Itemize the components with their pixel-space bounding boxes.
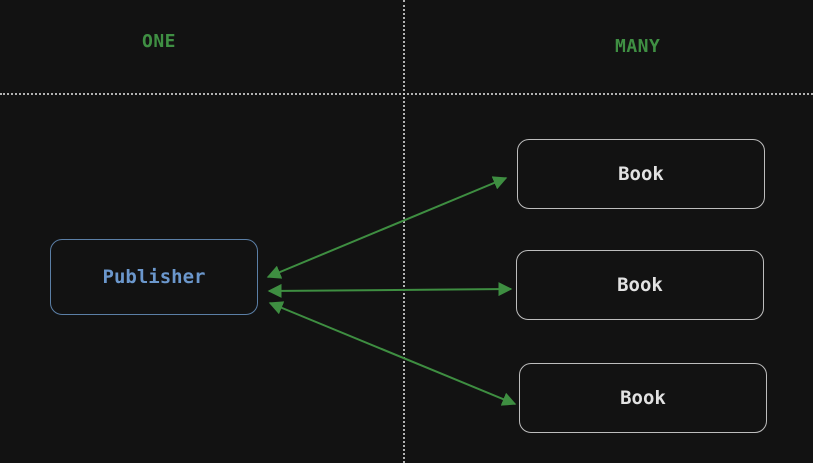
header-one: ONE — [142, 31, 177, 52]
arrow-publisher-book-3 — [268, 301, 517, 406]
book-label: Book — [617, 274, 663, 296]
horizontal-divider — [0, 93, 813, 95]
arrow-publisher-book-2 — [267, 282, 513, 298]
arrow-publisher-book-1 — [266, 176, 508, 279]
header-many: MANY — [615, 36, 661, 57]
book-node-1: Book — [517, 139, 765, 209]
book-node-2: Book — [516, 250, 764, 320]
publisher-label: Publisher — [102, 266, 206, 288]
book-label: Book — [618, 163, 664, 185]
book-node-3: Book — [519, 363, 767, 433]
publisher-node: Publisher — [50, 239, 258, 315]
book-label: Book — [620, 387, 666, 409]
